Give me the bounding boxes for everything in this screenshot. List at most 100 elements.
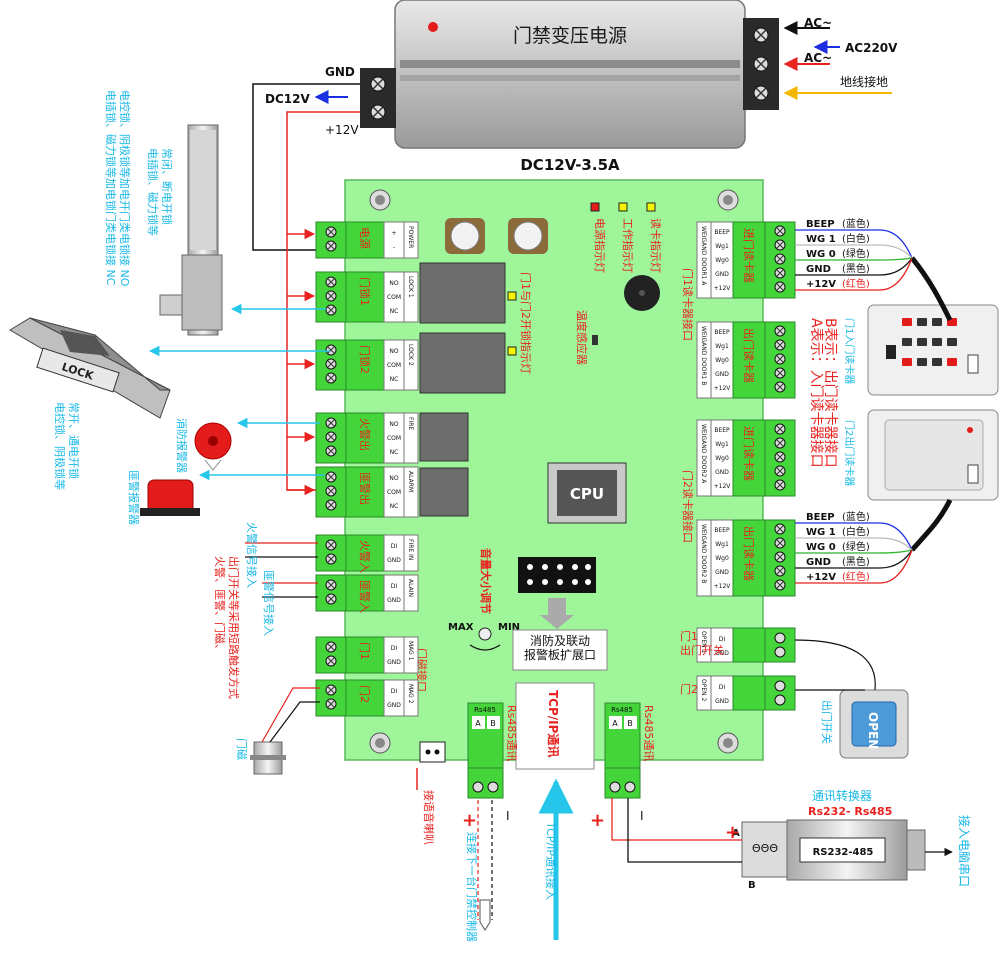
- temp-sensor-label: 温度感应器: [575, 310, 589, 365]
- terminal-tag: LOCK 1: [407, 276, 414, 298]
- pin-label: NO: [389, 280, 398, 287]
- svg-text:B: B: [627, 719, 633, 728]
- pin-label: NC: [390, 376, 399, 383]
- fire-signal-label: 火警信号接入: [245, 522, 259, 588]
- power-supply: 门禁变压电源 DC12V-3.5A: [360, 0, 779, 174]
- pin-label: DI: [391, 645, 398, 652]
- pin-label: NC: [390, 503, 399, 510]
- wire-color: (黑色): [842, 262, 870, 275]
- terminal-label: 匪警入: [358, 580, 372, 613]
- wire-name: BEEP: [806, 512, 835, 523]
- reader-pin-label: +12V: [714, 483, 732, 490]
- pin-label: GND: [387, 557, 401, 564]
- speaker-connector: [419, 741, 446, 763]
- exit-button-label: 出门开关: [820, 700, 834, 744]
- pin-label: DI: [391, 543, 398, 550]
- open-button-text[interactable]: OPEN: [866, 712, 880, 749]
- terminal-label: 匪警出: [358, 472, 372, 505]
- svg-text:A: A: [732, 828, 740, 839]
- door1-reader-label: 门1入门读卡器: [843, 318, 856, 384]
- pin-label: NO: [389, 421, 398, 428]
- psu-rating: DC12V-3.5A: [520, 156, 620, 174]
- terminal-label: 门2: [358, 685, 372, 703]
- ac-bottom-label: AC~: [804, 51, 832, 65]
- electric-lock: LOCK: [9, 317, 171, 419]
- reader-pin-label: Wg1: [715, 243, 729, 250]
- open-pin-label: GND: [715, 698, 729, 705]
- wire-color: (白色): [842, 525, 870, 538]
- rs485-left-label: Rs485通讯: [505, 705, 518, 761]
- switch-note: 火警、匪警、门磁、出门开关等采用短路触发方式: [213, 556, 241, 699]
- terminal-tag: ALAIN: [407, 579, 414, 597]
- door2-reader-label: 门2出门读卡器: [843, 420, 856, 486]
- volume-knob[interactable]: [478, 627, 492, 641]
- reader-pin-label: BEEP: [714, 229, 730, 236]
- reader-pin-label: Wg1: [715, 441, 729, 448]
- door2-reader-port-label: 门2读卡器接口: [681, 470, 695, 543]
- terminal-tag: ALARM: [407, 471, 414, 492]
- earth-label: 地线接地: [840, 74, 888, 89]
- led-work-label: 工作指示灯: [621, 218, 635, 273]
- open-pin-label: DI: [719, 684, 726, 691]
- terminal-tag: FIRE: [407, 417, 414, 430]
- wire-color: (红色): [842, 570, 870, 583]
- reader-wires-bottom: BEEP(蓝色)WG 1(白色)WG 0(绿色)GND(黑色)+12V(红色): [795, 510, 913, 584]
- fire-alarm-label: 消防报警器: [175, 418, 189, 473]
- relays: [419, 262, 506, 517]
- reader-pin-label: Wg0: [715, 257, 729, 264]
- pin-label: NC: [390, 449, 399, 456]
- reader-tag: WEIGAND DOOR2 B: [700, 524, 707, 583]
- reader-terminal-label: 出门读卡器: [742, 526, 756, 581]
- gnd-label: GND: [325, 65, 355, 79]
- pin-label: GND: [387, 702, 401, 709]
- reader-tag: WEIGAND DOOR1 B: [700, 326, 707, 385]
- reader-pin-label: Wg0: [715, 357, 729, 364]
- pin-label: DI: [391, 688, 398, 695]
- led-read-label: 读卡指示灯: [649, 218, 663, 273]
- rs485-right-label: Rs485通讯: [642, 705, 655, 761]
- terminal-tag: MAG 1: [407, 641, 414, 661]
- terminal-0: 电源+-POWER: [315, 221, 419, 259]
- exit-button-device: OPEN: [839, 689, 909, 759]
- speaker-label: 接语音喇叭: [422, 790, 436, 845]
- reader-terminal-label: 进门读卡器: [742, 228, 756, 283]
- expansion-header: [518, 557, 596, 629]
- alarm-signal-label: 匪警信号接入: [262, 570, 276, 636]
- fire-alarm-siren: [194, 422, 232, 471]
- reader-pin-label: GND: [715, 271, 729, 278]
- min-label: MIN: [498, 622, 520, 633]
- pin-label: GND: [387, 659, 401, 666]
- alarm-beacon: [140, 479, 200, 516]
- svg-text:+: +: [725, 822, 740, 843]
- rs485-right: Rs485 A B: [604, 702, 641, 799]
- svg-text:I: I: [640, 809, 644, 823]
- wire-name: WG 0: [806, 542, 836, 553]
- terminal-tag: POWER: [407, 226, 414, 248]
- reader-pin-label: GND: [715, 371, 729, 378]
- svg-text:+: +: [590, 810, 605, 831]
- elock-note: 电控锁、阴极锁等常开、通电开锁: [53, 402, 81, 490]
- reader-pin-label: +12V: [714, 285, 732, 292]
- door-sensor-label: 门磁: [235, 738, 249, 760]
- svg-text:B: B: [490, 719, 496, 728]
- open-pin-label: DI: [719, 636, 726, 643]
- exit2-label: 门2: [680, 682, 698, 696]
- alarm-horn-label: 匪警报警器: [127, 470, 141, 525]
- magnetic-lock: [159, 124, 223, 336]
- reader-pin-label: Wg0: [715, 555, 729, 562]
- wire-color: (绿色): [842, 247, 870, 260]
- door1-keypad-reader: [867, 304, 999, 396]
